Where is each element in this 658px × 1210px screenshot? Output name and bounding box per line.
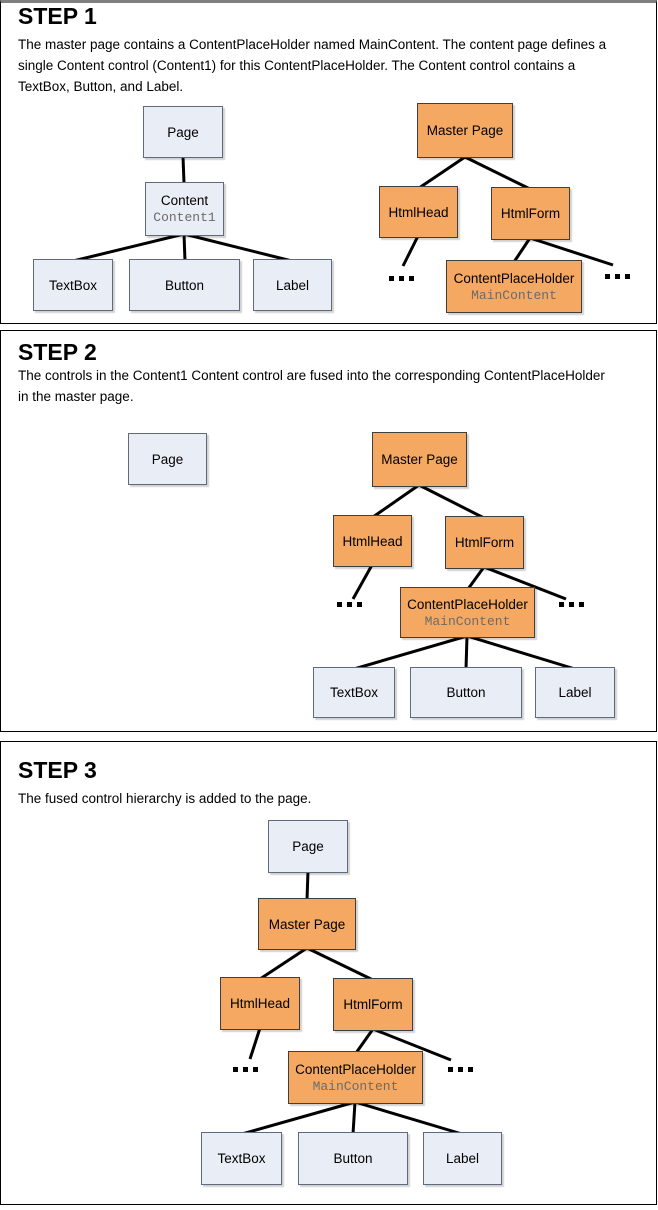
node-contentplaceholder: ContentPlaceHolder MainContent [446, 260, 582, 313]
node-label: Content [160, 193, 209, 208]
node-label: Page [292, 839, 324, 854]
node-label: HtmlForm [500, 206, 561, 221]
node-label: Button [446, 685, 486, 700]
step2-description: The controls in the Content1 Content con… [18, 368, 605, 404]
ellipsis-icon [389, 276, 414, 281]
node-master-page: Master Page [258, 898, 356, 950]
node-label-control: Label [253, 259, 332, 311]
node-label: Master Page [381, 452, 458, 467]
node-textbox: TextBox [33, 259, 113, 311]
node-label: ContentPlaceHolder [295, 1061, 416, 1077]
ellipsis-icon [233, 1067, 258, 1072]
node-label: Button [333, 1151, 373, 1166]
node-label: ContentPlaceHolder [407, 596, 528, 612]
node-label: TextBox [329, 685, 379, 700]
node-textbox: TextBox [201, 1132, 282, 1185]
node-page: Page [128, 433, 207, 485]
node-label: ContentPlaceHolder [453, 270, 575, 286]
ellipsis-icon [559, 602, 584, 607]
node-htmlform: HtmlForm [491, 187, 570, 240]
node-page: Page [143, 106, 223, 158]
node-label: HtmlHead [229, 996, 291, 1011]
node-label: HtmlHead [388, 204, 449, 220]
step1-heading: STEP 1 [18, 3, 97, 29]
ellipsis-icon [448, 1067, 473, 1072]
node-label-control: Label [535, 667, 615, 718]
node-label: TextBox [217, 1151, 266, 1166]
node-master-page: Master Page [417, 103, 513, 158]
node-id-label: MainContent [471, 287, 557, 303]
step2-panel [0, 330, 657, 732]
node-label-control: Label [423, 1132, 502, 1185]
node-button: Button [129, 259, 240, 311]
node-htmlhead: HtmlHead [220, 977, 300, 1030]
node-button: Button [410, 667, 522, 718]
node-contentplaceholder: ContentPlaceHolder MainContent [400, 587, 535, 638]
node-id-label: MainContent [424, 613, 511, 629]
step1-description: The master page contains a ContentPlaceH… [18, 37, 607, 94]
node-content: Content Content1 [145, 182, 224, 236]
node-contentplaceholder: ContentPlaceHolder MainContent [288, 1051, 423, 1104]
node-button: Button [298, 1132, 408, 1185]
node-id-label: Content1 [153, 210, 216, 225]
node-textbox: TextBox [313, 667, 395, 718]
node-label: Page [167, 124, 199, 140]
node-label: HtmlForm [343, 997, 403, 1012]
step3-panel [0, 741, 657, 1205]
node-htmlform: HtmlForm [333, 978, 413, 1031]
node-label: Label [445, 1151, 480, 1166]
step2-heading: STEP 2 [18, 339, 97, 365]
node-label: Master Page [426, 123, 504, 138]
node-htmlform: HtmlForm [445, 516, 524, 569]
step3-heading: STEP 3 [18, 757, 97, 783]
node-page: Page [268, 820, 348, 873]
node-htmlhead: HtmlHead [333, 515, 412, 567]
ellipsis-icon [337, 602, 362, 607]
node-master-page: Master Page [372, 432, 467, 487]
node-label: HtmlForm [454, 535, 515, 550]
node-htmlhead: HtmlHead [379, 186, 458, 238]
node-label: Label [275, 277, 310, 293]
node-label: HtmlHead [342, 533, 403, 549]
node-label: Page [151, 451, 184, 467]
ellipsis-icon [605, 274, 630, 279]
node-label: Master Page [268, 916, 346, 932]
step3-description: The fused control hierarchy is added to … [18, 791, 312, 806]
node-label: Button [164, 277, 205, 293]
node-label: Label [558, 685, 592, 700]
node-label: TextBox [48, 277, 98, 293]
node-id-label: MainContent [312, 1078, 399, 1094]
